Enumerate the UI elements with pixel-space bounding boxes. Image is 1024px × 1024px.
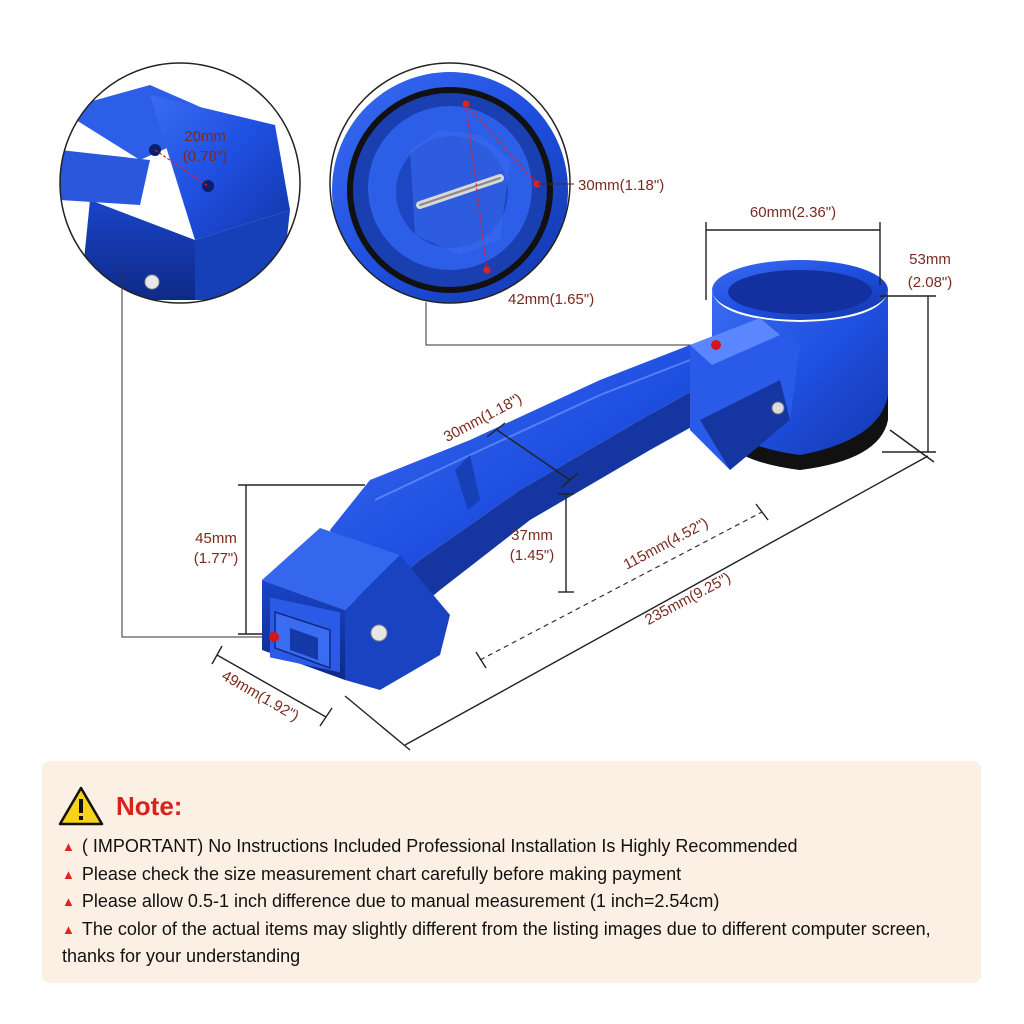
arm-height-mm-label: 37mm <box>511 527 553 544</box>
leader-mid <box>425 302 715 346</box>
note-item: ▲ ( IMPORTANT) No Instructions Included P… <box>62 833 967 861</box>
warning-triangle-icon <box>58 786 104 826</box>
dim-clamp-height: 53mm (2.08") <box>880 251 953 453</box>
note-panel: Note: ▲ ( IMPORTANT) No Instructions Incl… <box>42 761 981 983</box>
product-bracket <box>262 260 888 690</box>
note-item: ▲ Please check the size measurement chart… <box>62 861 967 889</box>
red-triangle-bullet-icon: ▲ <box>62 894 75 909</box>
note-item: ▲The color of the actual items may sligh… <box>62 916 967 970</box>
dim-end-height: 45mm (1.77") <box>194 484 365 635</box>
arm-height-in-label: (1.45") <box>510 547 555 564</box>
leader-left <box>121 268 272 638</box>
clamp-height-in-label: (2.08") <box>908 274 953 291</box>
note-title: Note: <box>116 790 183 821</box>
red-triangle-bullet-icon: ▲ <box>62 866 75 882</box>
note-header: Note: <box>58 785 182 827</box>
detail-circle-end-holes: 20mm (0.78") <box>59 62 301 304</box>
red-triangle-bullet-icon: ▲ <box>62 839 75 854</box>
end-height-mm-label: 45mm <box>195 530 237 547</box>
product-dimension-figure: 20mm (0.78") 30mm(1.18") 42mm(1.65") <box>59 62 953 751</box>
hole-spacing-in-label: (0.78") <box>183 148 228 165</box>
total-length-label: 235mm(9.25") <box>642 569 733 628</box>
clamp-width-label: 60mm(2.36") <box>750 204 836 221</box>
note-item-text: Please allow 0.5-1 inch difference due t… <box>81 891 720 911</box>
ring-inner-label: 30mm(1.18") <box>578 177 664 194</box>
arm-length-label: 115mm(4.52") <box>621 515 711 574</box>
detail-circle-clamp-ring: 30mm(1.18") 42mm(1.65") <box>329 62 664 308</box>
red-triangle-bullet-icon: ▲ <box>62 921 75 937</box>
dim-clamp-width: 60mm(2.36") <box>705 204 881 300</box>
note-item: ▲ Please allow 0.5-1 inch difference due … <box>62 888 967 916</box>
note-item-text: ( IMPORTANT) No Instructions Included Pr… <box>81 836 798 856</box>
note-list: ▲ ( IMPORTANT) No Instructions Included P… <box>62 833 967 970</box>
dim-arm-height: 37mm (1.45") <box>510 493 574 593</box>
note-item-text: The color of the actual items may slight… <box>62 918 931 967</box>
hole-spacing-mm-label: 20mm <box>184 128 226 145</box>
ring-outer-label: 42mm(1.65") <box>508 291 594 308</box>
clamp-height-mm-label: 53mm <box>909 251 951 268</box>
note-item-text: Please check the size measurement chart … <box>81 863 682 884</box>
end-height-in-label: (1.77") <box>194 550 239 567</box>
